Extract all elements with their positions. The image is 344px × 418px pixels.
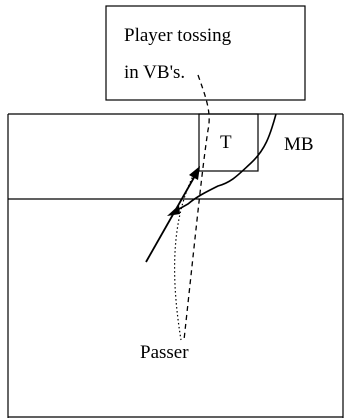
court-boundary [7, 113, 344, 418]
pass-path [174, 173, 195, 341]
passer-label: Passer [140, 342, 189, 363]
middle-blocker-label: MB [284, 134, 314, 155]
pass-arrow-shaft [145, 173, 197, 263]
pass-arrowhead [189, 166, 200, 180]
tosser-note-line2: in VB's. [124, 62, 185, 83]
target-box [198, 113, 259, 172]
tosser-note-line1: Player tossing [124, 25, 232, 46]
target-label: T [220, 132, 232, 153]
tosser-note-box [105, 5, 306, 101]
toss-path [183, 74, 210, 341]
middle-blocker-path [171, 113, 277, 214]
